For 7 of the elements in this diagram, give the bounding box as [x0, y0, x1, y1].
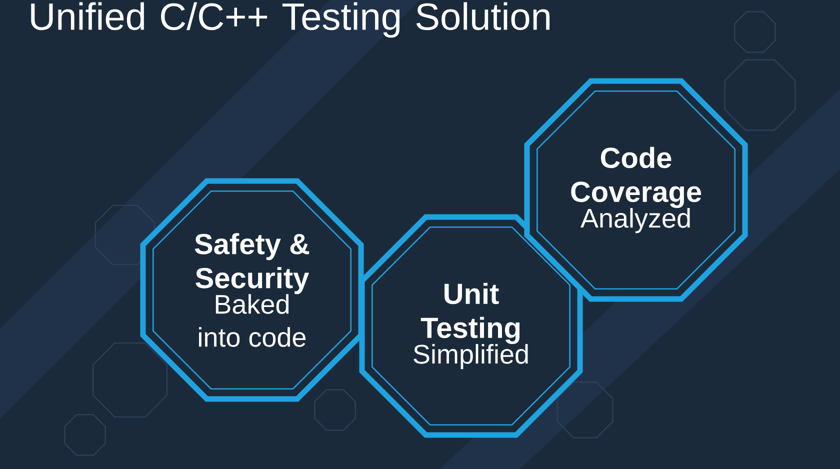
node-label: Simplified [414, 344, 528, 370]
title: Unified C/C++ Testing Solution [31, 2, 550, 38]
node-label: Baked into code [199, 294, 306, 347]
node-label: Safety & Security [194, 233, 310, 294]
octagon-badge: Safety & Security Baked into code [140, 178, 364, 402]
octagon-badge: Code Coverage Analyzed [524, 78, 748, 302]
node-label: Unit Testing [420, 282, 520, 344]
